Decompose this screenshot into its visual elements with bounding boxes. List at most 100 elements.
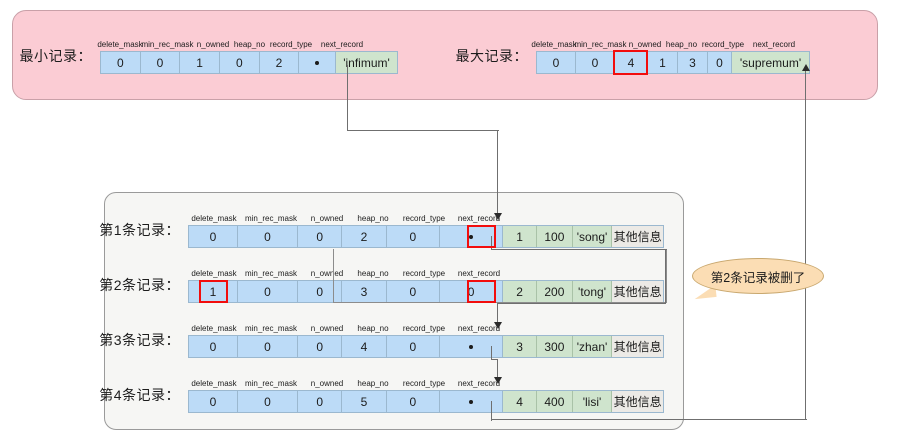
infimum-record-block: 最小记录： delete_mask min_rec_mask n_owned h…	[20, 38, 398, 74]
infimum-header-row: delete_mask min_rec_mask n_owned heap_no…	[97, 38, 363, 51]
cell-n-owned: 4	[615, 52, 648, 73]
header-delete-mask: delete_mask	[191, 214, 237, 223]
cell-min-rec-mask: 0	[237, 226, 299, 247]
cell-column-num: 300	[537, 336, 573, 357]
callout-text: 第2条记录被删了	[710, 270, 806, 285]
cell-column-name: 'song'	[572, 226, 613, 247]
cell-column-other: 其他信息	[612, 391, 664, 412]
supremum-record-block: 最大记录： delete_mask min_rec_mask n_owned h…	[456, 38, 812, 75]
cell-column-num: 400	[537, 391, 573, 412]
header-record-type: record_type	[402, 214, 446, 223]
record-row-1: 第1条记录： delete_mask min_rec_mask n_owned …	[99, 212, 664, 248]
connector-rec1-seg-down2	[665, 249, 667, 304]
header-next-record: next_record	[752, 40, 796, 49]
header-min-rec-mask: min_rec_mask	[244, 379, 297, 388]
cell-next-record-pointer	[440, 336, 504, 357]
cell-min-rec-mask: 0	[140, 52, 181, 73]
cell-column-id: 1	[503, 226, 538, 247]
connector-infimum-seg-down	[347, 65, 349, 131]
header-next-record: next_record	[320, 40, 364, 49]
header-min-rec-mask: min_rec_mask	[244, 324, 297, 333]
header-delete-mask: delete_mask	[191, 379, 237, 388]
record-row-2: 第2条记录： delete_mask min_rec_mask n_owned …	[99, 267, 664, 303]
infimum-data-cell: 'infimum'	[336, 52, 397, 73]
arrow-into-record1	[494, 213, 502, 220]
cell-record-type: 0	[386, 336, 441, 357]
connector-rec3-seg-down	[491, 346, 493, 360]
header-heap-no: heap_no	[665, 40, 698, 49]
cell-heap-no: 1	[648, 52, 678, 73]
record-4-label: 第4条记录：	[99, 387, 180, 403]
header-next-record: next_record	[457, 324, 501, 333]
cell-column-name: 'zhan'	[572, 336, 613, 357]
cell-column-num: 100	[537, 226, 573, 247]
supremum-cells: 0 0 4 1 3 0	[536, 51, 732, 74]
connector-infimum-seg-right	[347, 130, 499, 132]
pointer-dot-icon	[469, 344, 474, 349]
connector-rec4-seg-up	[805, 70, 807, 420]
supremum-data-cell-wrap: 'supremum'	[732, 51, 810, 74]
cell-heap-no: 3	[342, 281, 387, 302]
header-n-owned: n_owned	[310, 324, 344, 333]
cell-n-owned: 0	[298, 336, 343, 357]
record-4-header-row: delete_mask min_rec_mask n_owned heap_no…	[188, 377, 500, 390]
record-1-header-row: delete_mask min_rec_mask n_owned heap_no…	[188, 212, 500, 225]
infimum-cells: 0 0 1 0 2	[100, 51, 336, 74]
cell-column-id: 2	[503, 281, 538, 302]
cell-min-rec-mask: 0	[576, 52, 615, 73]
supremum-header-row: delete_mask min_rec_mask n_owned heap_no…	[531, 38, 812, 51]
header-min-rec-mask: min_rec_mask	[141, 40, 194, 49]
supremum-label: 最大记录：	[455, 48, 528, 64]
header-n-owned: n_owned	[310, 379, 344, 388]
header-record-type: record_type	[269, 40, 313, 49]
record-1-cells: 0 0 0 2 0 1 100 'song' 其他信息	[188, 225, 664, 248]
cell-record-type: 3	[678, 52, 708, 73]
connector-rec1-seg-down	[491, 236, 493, 250]
cell-delete-mask: 0	[537, 52, 576, 73]
cell-next-record: 0	[708, 52, 731, 73]
record-4-cells: 0 0 0 5 0 4 400 'lisi' 其他信息	[188, 390, 664, 413]
record-3-header-row: delete_mask min_rec_mask n_owned heap_no…	[188, 322, 500, 335]
cell-heap-no: 5	[342, 391, 387, 412]
callout-record2-deleted: 第2条记录被删了	[692, 258, 824, 294]
header-delete-mask: delete_mask	[191, 324, 237, 333]
record-3-label: 第3条记录：	[99, 332, 180, 348]
supremum-data-cell: 'supremum'	[732, 52, 809, 73]
cell-n-owned: 0	[298, 226, 343, 247]
header-record-type: record_type	[701, 40, 745, 49]
cell-min-rec-mask: 0	[237, 336, 299, 357]
arrow-into-record3	[494, 322, 502, 329]
pointer-dot-icon	[315, 60, 320, 65]
header-n-owned: n_owned	[310, 269, 344, 278]
cell-heap-no: 4	[342, 336, 387, 357]
header-delete-mask: delete_mask	[191, 269, 237, 278]
header-heap-no: heap_no	[357, 269, 389, 278]
record-row-3: 第3条记录： delete_mask min_rec_mask n_owned …	[99, 322, 664, 358]
cell-delete-mask: 0	[101, 52, 141, 73]
cell-delete-mask: 0	[189, 226, 238, 247]
header-n-owned: n_owned	[196, 40, 230, 49]
infimum-data-cell-wrap: 'infimum'	[336, 51, 398, 74]
pointer-dot-icon	[469, 399, 474, 404]
record-2-cells: 1 0 0 3 0 0 2 200 'tong' 其他信息	[188, 280, 664, 303]
cell-column-name: 'lisi'	[572, 391, 613, 412]
cell-n-owned: 0	[298, 391, 343, 412]
cell-record-type: 2	[259, 52, 300, 73]
header-min-rec-mask: min_rec_mask	[574, 40, 627, 49]
cell-delete-mask: 0	[189, 391, 238, 412]
connector-rec4-seg-down	[491, 401, 493, 421]
cell-min-rec-mask: 0	[237, 391, 299, 412]
cell-record-type: 0	[386, 391, 441, 412]
header-heap-no: heap_no	[357, 214, 389, 223]
connector-rec1-seg-left	[497, 303, 666, 305]
cell-record-type: 0	[386, 226, 441, 247]
cell-heap-no: 0	[219, 52, 260, 73]
cell-heap-no: 2	[342, 226, 387, 247]
connector-rec1-seg-right	[491, 249, 667, 251]
arrow-into-record4	[494, 377, 502, 384]
header-record-type: record_type	[402, 269, 446, 278]
header-next-record: next_record	[457, 379, 501, 388]
cell-column-id: 3	[503, 336, 538, 357]
cell-column-other: 其他信息	[612, 336, 664, 357]
